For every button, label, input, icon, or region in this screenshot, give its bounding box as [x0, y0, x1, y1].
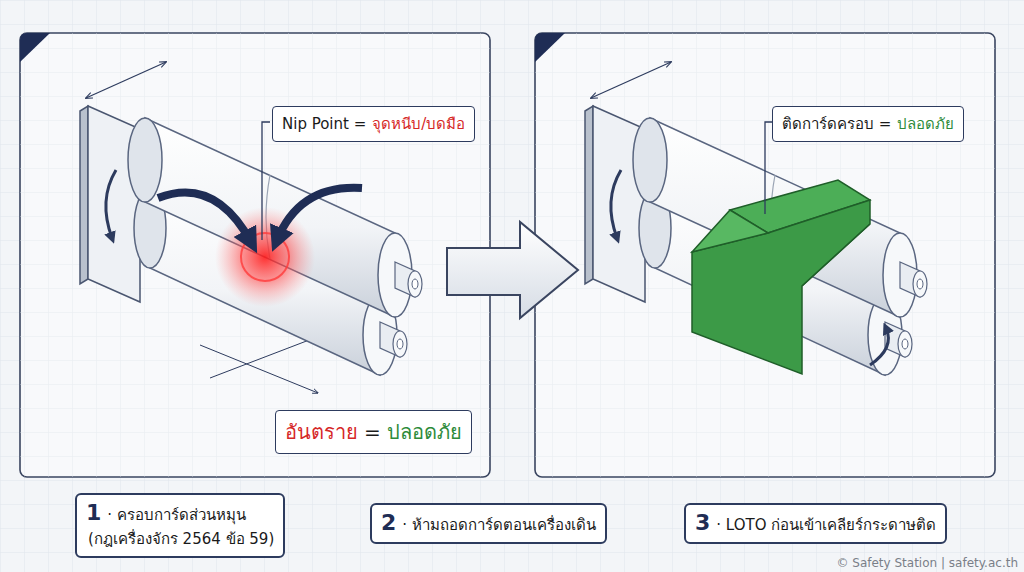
- callout-box: Nip Point = จุดหนีบ/บดมือ: [272, 106, 475, 142]
- box-text: · ครอบการ์ดส่วนหมุน: [107, 503, 246, 527]
- left-panel: [20, 33, 490, 477]
- leader-line: [262, 122, 270, 240]
- step-number: 3: [695, 510, 710, 535]
- dimension-line: [591, 62, 671, 98]
- box-text: อันตราย: [285, 416, 358, 448]
- box-text: (กฎเครื่องจักร 2564 ข้อ 59): [88, 527, 274, 551]
- step-box: 3· LOTO ก่อนเข้าเคลียร์กระดาษติด: [684, 503, 947, 544]
- box-text: ติดการ์ดครอบ =: [782, 112, 891, 136]
- nip-glow: [215, 207, 315, 307]
- box-text: =: [364, 420, 381, 444]
- text-row: (กฎเครื่องจักร 2564 ข้อ 59): [86, 527, 274, 551]
- right-panel: [535, 33, 995, 477]
- box-text: · LOTO ก่อนเข้าเคลียร์กระดาษติด: [716, 513, 936, 537]
- text-row: อันตราย=ปลอดภัย: [285, 416, 462, 448]
- roller-pair: [80, 106, 422, 375]
- box-text: ปลอดภัย: [387, 416, 462, 448]
- inrunning-arrow: [158, 193, 251, 243]
- step-number: 1: [86, 500, 101, 525]
- step-box: 2· ห้ามถอดการ์ดตอนเครื่องเดิน: [370, 503, 607, 544]
- text-row: 3· LOTO ก่อนเข้าเคลียร์กระดาษติด: [695, 510, 936, 537]
- machine-guard: [692, 200, 870, 374]
- rotation-arrow: [870, 328, 888, 365]
- box-text: ปลอดภัย: [897, 112, 954, 136]
- transition-arrow: [447, 222, 578, 318]
- text-row: ติดการ์ดครอบ =ปลอดภัย: [782, 112, 954, 136]
- step-number: 2: [381, 510, 396, 535]
- callout-box: ติดการ์ดครอบ =ปลอดภัย: [772, 106, 964, 142]
- dimension-line: [86, 62, 166, 98]
- watermark: © Safety Station | safety.ac.th: [836, 556, 1018, 570]
- text-row: 2· ห้ามถอดการ์ดตอนเครื่องเดิน: [381, 510, 596, 537]
- box-text: จุดหนีบ/บดมือ: [372, 112, 465, 136]
- dimension-line: [200, 345, 318, 393]
- step-box: 1· ครอบการ์ดส่วนหมุน(กฎเครื่องจักร 2564 …: [75, 493, 285, 558]
- left-panel-grid: [20, 33, 490, 477]
- right-panel-grid: [535, 33, 995, 477]
- comparison-box: อันตราย=ปลอดภัย: [275, 410, 472, 454]
- guard-edge: [802, 224, 870, 286]
- leader-line: [765, 122, 772, 214]
- inrunning-arrow: [277, 188, 362, 240]
- corner-accent: [20, 33, 50, 62]
- box-text: · ห้ามถอดการ์ดตอนเครื่องเดิน: [402, 513, 596, 537]
- machine-guard: [692, 210, 768, 252]
- text-row: 1· ครอบการ์ดส่วนหมุน: [86, 500, 274, 527]
- text-row: Nip Point = จุดหนีบ/บดมือ: [282, 112, 465, 136]
- corner-accent: [535, 33, 565, 62]
- roller-pair: [585, 106, 927, 375]
- box-text: Nip Point =: [282, 115, 366, 133]
